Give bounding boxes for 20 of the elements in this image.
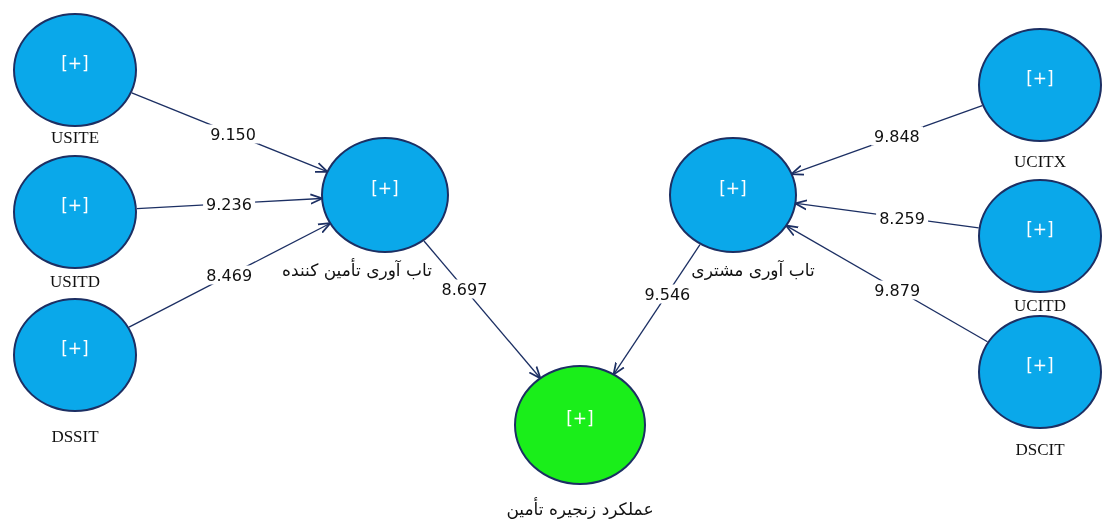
construct-circle: [+]: [13, 298, 137, 412]
construct-circle: [+]: [978, 28, 1102, 142]
path-coefficient: 9.848: [870, 126, 923, 146]
construct-circle: [+]: [978, 179, 1102, 293]
construct-label: UCITD: [1014, 296, 1066, 316]
construct-circle: [+]: [13, 13, 137, 127]
construct-circle: [+]: [514, 365, 646, 485]
construct-label: تاب آوری مشتری: [691, 260, 815, 280]
construct-label: USITE: [50, 128, 100, 148]
construct-label: DSSIT: [51, 427, 99, 447]
construct-label: DSCIT: [1015, 440, 1065, 460]
construct-circle: [+]: [669, 137, 797, 253]
construct-circle: [+]: [13, 155, 137, 269]
construct-circle: [+]: [978, 315, 1102, 429]
construct-circle: [+]: [321, 137, 449, 253]
construct-label: USITD: [49, 272, 101, 292]
path-coefficient: 9.150: [207, 124, 259, 144]
construct-label: عملکرد زنجیره تأمین: [506, 499, 654, 519]
construct-label: تاب آوری تأمین کننده: [282, 260, 432, 280]
construct-label: UCITX: [1014, 152, 1066, 172]
